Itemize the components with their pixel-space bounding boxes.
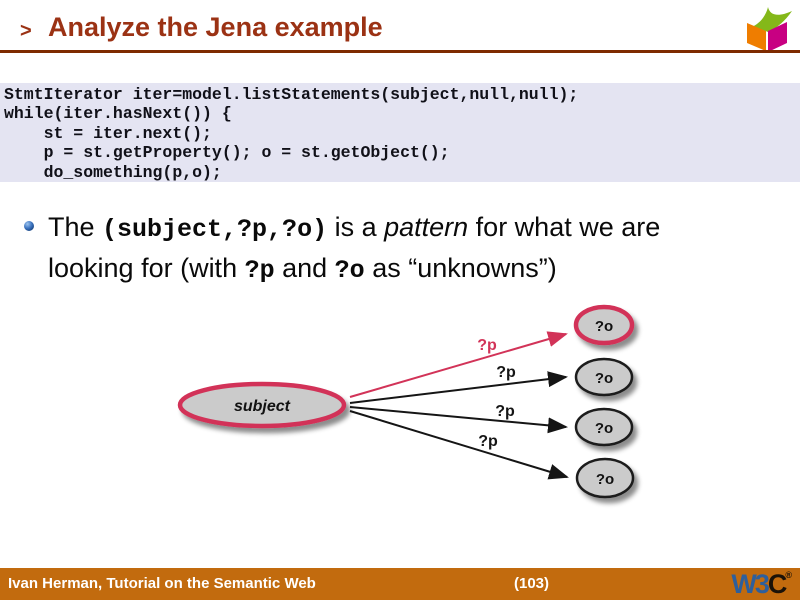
object-node-highlighted xyxy=(573,304,635,346)
cube-left-face xyxy=(747,23,766,51)
edge-label: ?p xyxy=(496,364,516,381)
edge-label: ?p xyxy=(495,403,515,420)
w3c-logo-c: C xyxy=(767,569,787,599)
pattern-triple-text: (subject,?p,?o) xyxy=(102,215,328,244)
w3c-logo-w3: W3 xyxy=(731,569,769,599)
semantic-web-cube-icon xyxy=(747,7,792,52)
subject-node xyxy=(177,381,347,429)
bullet-text: The (subject,?p,?o) is a pattern for wha… xyxy=(48,208,728,290)
w3c-logo: W3C® xyxy=(731,568,792,600)
code-line: StmtIterator iter=model.listStatements(s… xyxy=(4,85,579,104)
edge-arrow xyxy=(349,410,569,480)
text-segment: as “unknowns”) xyxy=(364,253,557,283)
text-segment: The xyxy=(48,212,103,242)
edge-arrow-highlighted xyxy=(349,331,568,398)
code-block: StmtIterator iter=model.listStatements(s… xyxy=(0,83,800,182)
code-line: while(iter.hasNext()) { xyxy=(4,104,232,124)
p-variable-text: ?p xyxy=(244,256,275,285)
object-node-label: ?o xyxy=(595,370,613,387)
code-line: st = iter.next(); xyxy=(4,123,212,143)
edge-arrow xyxy=(349,406,568,434)
object-node-label: ?o xyxy=(595,420,613,437)
subject-node-label: subject xyxy=(234,398,291,415)
bullet-item: The (subject,?p,?o) is a pattern for wha… xyxy=(24,208,744,290)
text-segment: is a xyxy=(327,212,385,242)
object-node-label: ?o xyxy=(595,318,613,335)
o-variable-text: ?o xyxy=(334,256,365,285)
object-node xyxy=(574,407,634,447)
footer-author: Ivan Herman, Tutorial on the Semantic We… xyxy=(8,575,316,592)
title-marker: > xyxy=(20,20,32,42)
object-node xyxy=(574,357,634,397)
bullet-icon xyxy=(24,221,34,231)
w3c-trademark: ® xyxy=(785,570,792,580)
text-segment: for what we are looking for (with xyxy=(48,212,661,283)
edge-label: ?p xyxy=(477,337,497,354)
code-line: do_something(p,o); xyxy=(4,162,222,182)
pattern-word-italic: pattern xyxy=(384,212,469,242)
edge-label: ?p xyxy=(478,433,498,450)
page-title: Analyze the Jena example xyxy=(48,12,383,42)
footer-bar: Ivan Herman, Tutorial on the Semantic We… xyxy=(0,568,800,600)
slide-header: > Analyze the Jena example xyxy=(0,7,800,52)
footer-page-number: (103) xyxy=(514,575,550,592)
object-node xyxy=(575,457,635,499)
title-divider xyxy=(0,50,800,53)
cube-right-face xyxy=(768,22,787,52)
cube-leaf-shape xyxy=(750,7,792,32)
object-node-label: ?o xyxy=(596,471,614,488)
edge-arrow xyxy=(349,371,568,404)
code-line: p = st.getProperty(); o = st.getObject()… xyxy=(4,143,450,163)
text-segment: and xyxy=(274,253,335,283)
